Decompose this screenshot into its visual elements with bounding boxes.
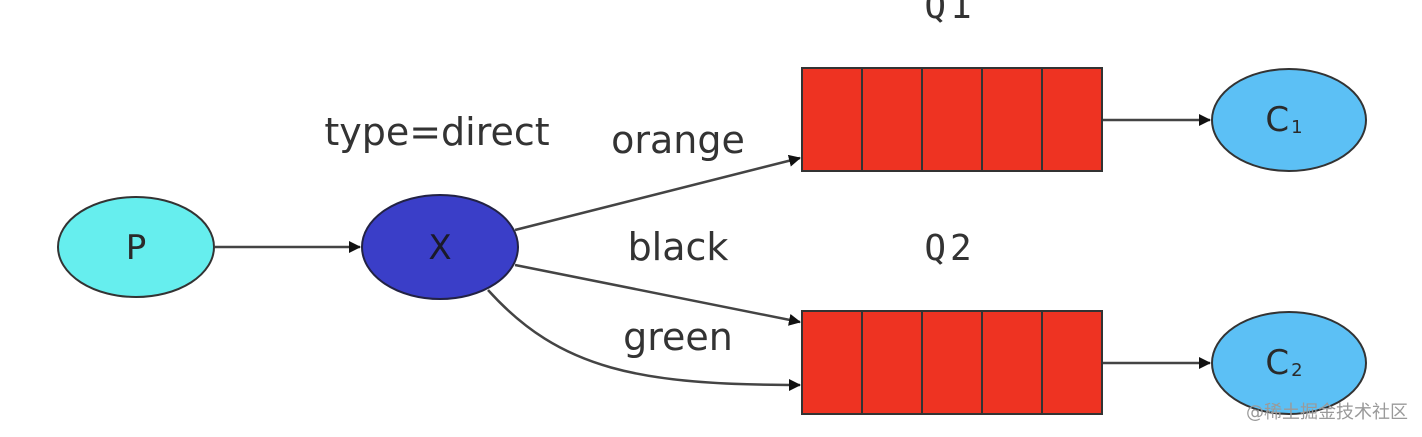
exchange-node — [361, 194, 519, 300]
queue2-cell — [1041, 310, 1103, 415]
routing-key-orange: orange — [611, 118, 745, 162]
edge-x-to-q2-green — [487, 289, 801, 391]
consumer2-letter: C — [1265, 343, 1289, 383]
routing-key-green: green — [623, 315, 733, 359]
queue1-cell — [921, 67, 983, 172]
edge-x-to-q1-orange — [514, 154, 801, 232]
queue1-box — [801, 67, 1103, 172]
routing-key-black: black — [628, 225, 729, 269]
watermark-text: @稀土掘金技术社区 — [1246, 402, 1408, 423]
producer-label: P — [126, 228, 147, 268]
producer-node — [57, 196, 215, 298]
queue1-cell — [801, 67, 863, 172]
queue2-label: Q2 — [924, 228, 975, 269]
consumer1-subscript: 1 — [1291, 117, 1302, 138]
queue2-cell — [801, 310, 863, 415]
queue1-cell — [861, 67, 923, 172]
queue1-cell — [1041, 67, 1103, 172]
exchange-type-label: type=direct — [324, 110, 549, 154]
consumer2-subscript: 2 — [1291, 360, 1302, 381]
queue1-cell — [981, 67, 1043, 172]
queue1-label: Q1 — [924, 0, 975, 27]
consumer2-node — [1211, 311, 1367, 415]
edge-x-to-q2-black — [514, 263, 801, 326]
consumer1-node — [1211, 68, 1367, 172]
queue2-box — [801, 310, 1103, 415]
queue2-cell — [921, 310, 983, 415]
consumer1-letter: C — [1265, 100, 1289, 140]
queue2-cell — [861, 310, 923, 415]
queue2-cell — [981, 310, 1043, 415]
exchange-label: X — [428, 228, 451, 268]
